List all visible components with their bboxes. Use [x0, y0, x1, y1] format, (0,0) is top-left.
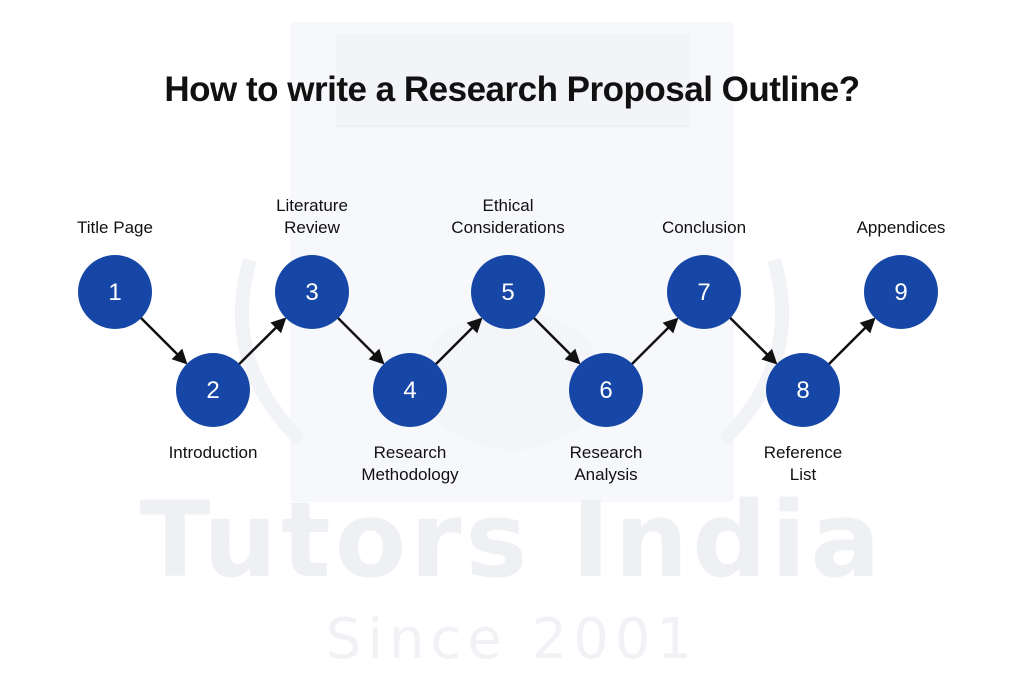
step-circle	[176, 353, 250, 427]
step-circle	[766, 353, 840, 427]
step-label-4: Research Methodology	[361, 443, 459, 484]
step-number: 6	[599, 377, 612, 404]
connector-arrow	[826, 317, 876, 367]
step-number: 3	[305, 279, 318, 306]
step-number: 2	[206, 377, 219, 404]
step-circle	[864, 255, 938, 329]
connector-arrow	[531, 315, 581, 365]
step-number: 5	[501, 279, 514, 306]
connector-arrow	[335, 315, 385, 365]
step-label-2: Introduction	[168, 443, 258, 462]
step-label-3: Literature Review	[276, 196, 348, 237]
step-node-8: 8	[766, 353, 840, 427]
connector-arrow	[629, 317, 679, 367]
step-node-9: 9	[864, 255, 938, 329]
page-title: How to write a Research Proposal Outline…	[164, 70, 860, 109]
step-number: 1	[108, 279, 121, 306]
step-node-7: 7	[667, 255, 741, 329]
step-circle	[471, 255, 545, 329]
step-number: 8	[796, 377, 809, 404]
step-label-9: Appendices	[856, 218, 946, 237]
step-label-8: Reference List	[763, 443, 843, 484]
step-circle	[275, 255, 349, 329]
step-number: 7	[697, 279, 710, 306]
step-node-4: 4	[373, 353, 447, 427]
step-node-1: 1	[78, 255, 152, 329]
step-node-2: 2	[176, 353, 250, 427]
connector-arrow	[138, 315, 188, 365]
step-label-5: Ethical Considerations	[451, 196, 565, 237]
connector-arrow	[433, 317, 483, 367]
step-node-3: 3	[275, 255, 349, 329]
step-circle	[569, 353, 643, 427]
step-circle	[667, 255, 741, 329]
connector-arrow	[727, 315, 778, 365]
step-circle	[78, 255, 152, 329]
step-number: 4	[403, 377, 416, 404]
step-label-6: Research Analysis	[569, 443, 643, 484]
step-node-6: 6	[569, 353, 643, 427]
step-label-7: Conclusion	[661, 218, 747, 237]
step-label-1: Title Page	[77, 218, 153, 237]
connector-arrow	[236, 317, 287, 367]
step-node-5: 5	[471, 255, 545, 329]
step-circle	[373, 353, 447, 427]
step-number: 9	[894, 279, 907, 306]
